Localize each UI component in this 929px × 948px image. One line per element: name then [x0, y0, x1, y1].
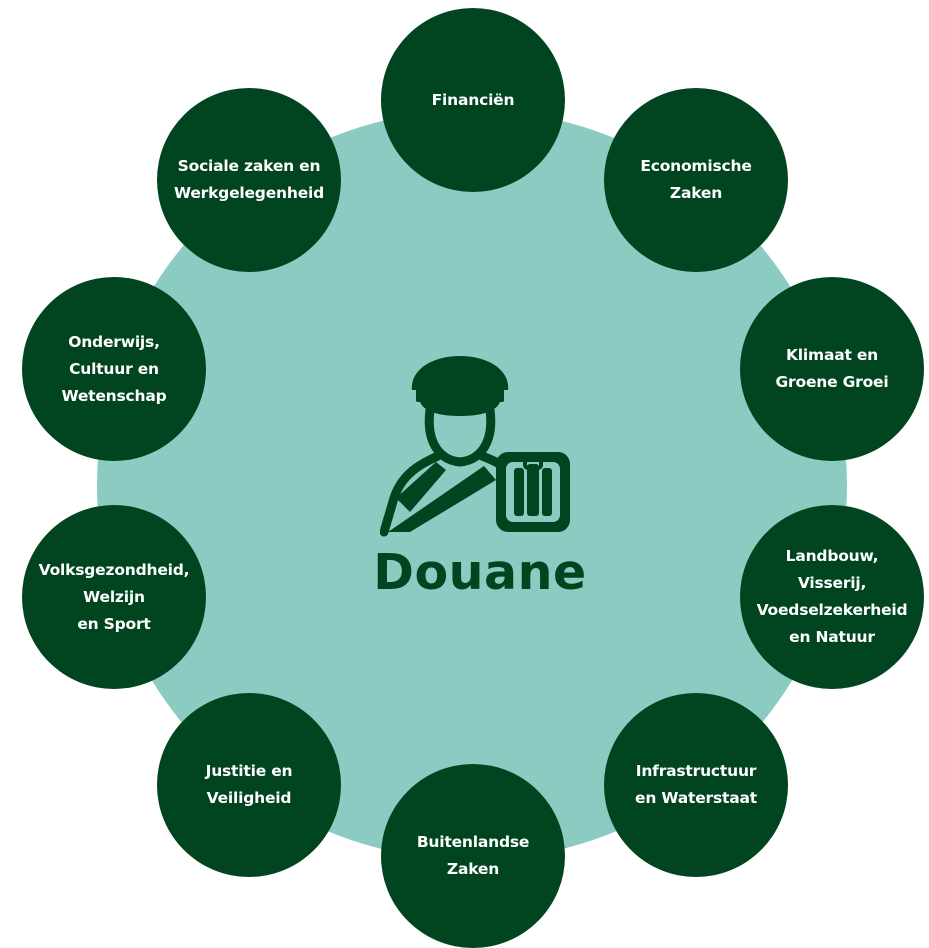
center-title: Douane — [373, 544, 587, 601]
node-label: Financiën — [431, 90, 515, 109]
node-onderwijs: Onderwijs, Cultuur en Wetenschap — [22, 277, 206, 461]
node-infrastructuur: Infrastructuur en Waterstaat — [604, 693, 788, 877]
node-label: Klimaat en Groene Groei — [775, 346, 889, 391]
node-label: Onderwijs, Cultuur en Wetenschap — [61, 332, 167, 405]
node-label: Economische Zaken — [640, 157, 752, 202]
node-sociale-zaken: Sociale zaken en Werkgelegenheid — [157, 88, 341, 272]
node-label: Volksgezondheid, Welzijn en Sport — [38, 560, 190, 633]
node-label: Infrastructuur en Waterstaat — [635, 762, 757, 807]
node-label: Buitenlandse Zaken — [416, 833, 530, 878]
customs-officer-with-suitcase-icon — [380, 356, 570, 537]
node-klimaat-en-groene-groei: Klimaat en Groene Groei — [740, 277, 924, 461]
node-volksgezondheid: Volksgezondheid, Welzijn en Sport — [22, 505, 206, 689]
node-landbouw: Landbouw, Visserij, Voedselzekerheid en … — [740, 505, 924, 689]
node-justitie: Justitie en Veiligheid — [157, 693, 341, 877]
node-label: Landbouw, Visserij, Voedselzekerheid en … — [756, 547, 908, 646]
node-buitenlandse-zaken: Buitenlandse Zaken — [381, 764, 565, 948]
node-economische-zaken: Economische Zaken — [604, 88, 788, 272]
node-label: Justitie en Veiligheid — [205, 762, 293, 807]
node-label: Sociale zaken en Werkgelegenheid — [173, 157, 325, 202]
node-financien: Financiën — [381, 8, 565, 192]
